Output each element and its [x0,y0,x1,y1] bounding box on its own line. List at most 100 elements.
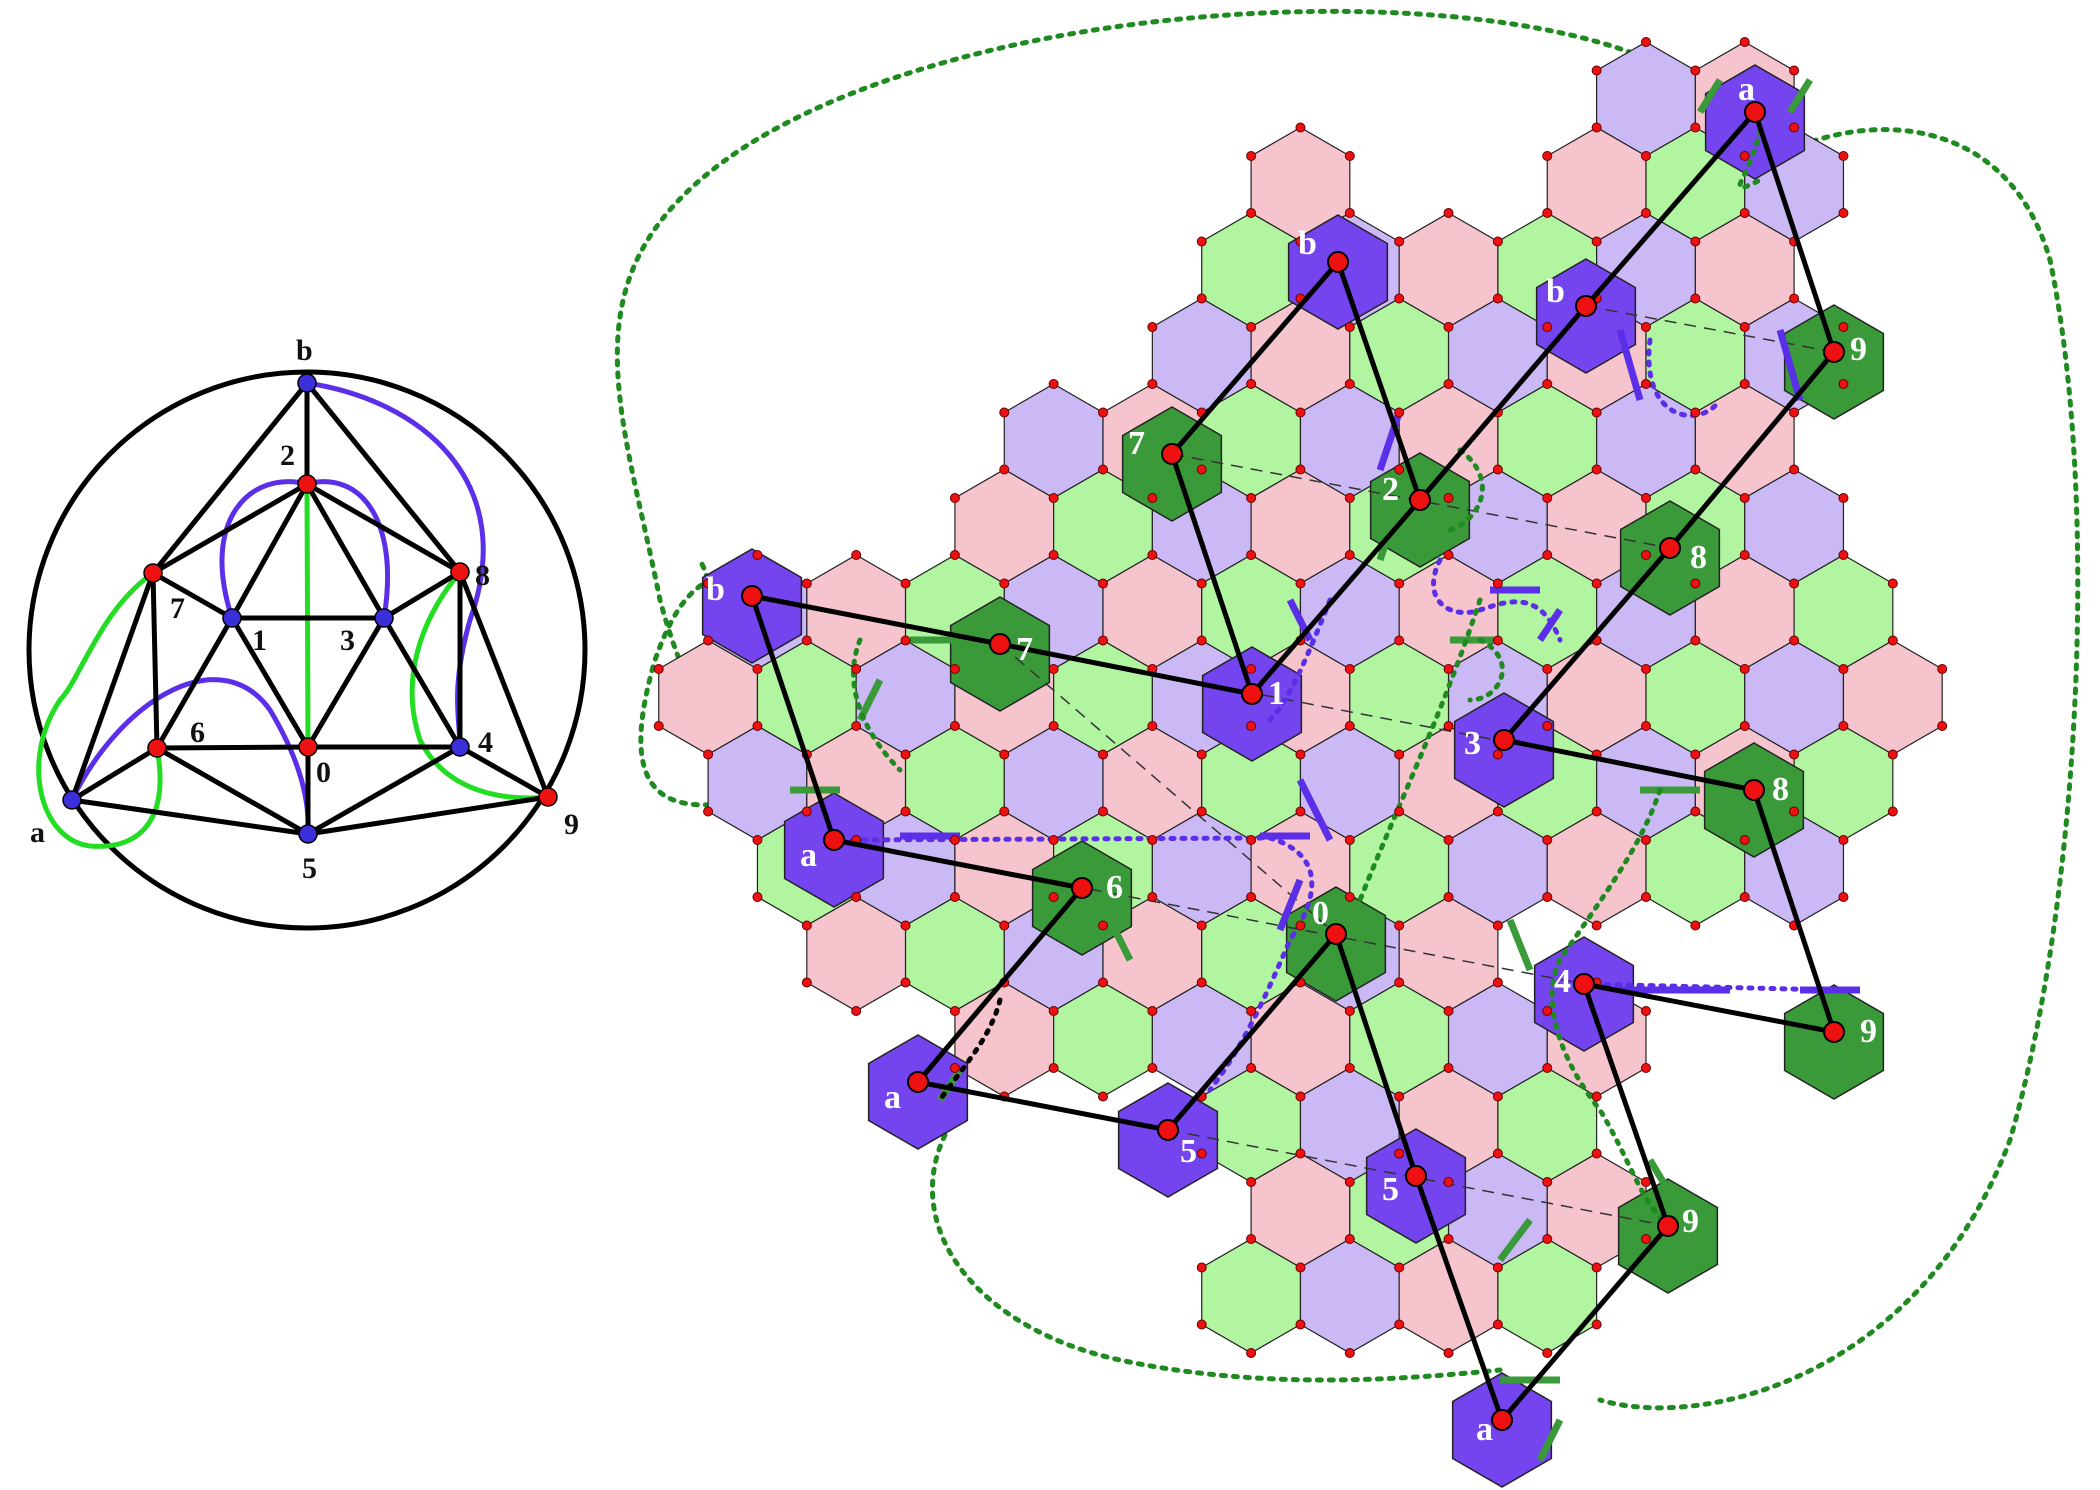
hex-corner-dot [1097,1091,1108,1102]
hex-corner-dot [1394,1148,1405,1159]
blue-curve-0 [219,479,308,619]
hex-corner-dot [1196,806,1207,817]
edge-eight_upper-three [1502,546,1672,742]
hex-corner-dot [1542,208,1553,218]
node-zero [1325,923,1347,945]
hex-corner-dot [1443,1006,1454,1016]
hex-corner-dot [1542,664,1553,674]
hex-corner-dot [1591,1319,1602,1330]
hex-corner-dot [1196,635,1207,646]
hex-corner-dot [1443,835,1454,845]
hex-corner-dot [1295,1091,1306,1102]
hex-corner-dot [1492,920,1503,931]
hex-corner-dots [653,37,1948,1358]
node-one [1241,683,1263,705]
hex-corner-dot [1246,151,1257,161]
hex-corner-dot [900,749,911,760]
hex-corner-dot [1246,835,1257,845]
label-9-upper: 9 [1850,331,1867,368]
vertex-5 [298,824,318,844]
hex-corner-dot [1492,293,1503,304]
hex-corner-dot [900,578,911,589]
label-b-upper: b [1546,273,1565,310]
hex-corner-dot [851,664,862,674]
hex-corner-dot [1789,578,1800,589]
hex-corner-dot [1344,892,1355,902]
label-a: a [30,816,45,849]
bottom-dotted-curve [929,1132,1503,1383]
hex-corner-dot [1295,806,1306,817]
hex-corner-dot [1344,322,1355,332]
blue-curve-1 [306,479,391,619]
hex-corner-dot [1789,635,1800,646]
edge-5-9 [307,794,549,837]
graph-nodes [741,101,1845,1431]
node-seven_upper [1161,443,1183,465]
hex-corner-dot [1690,236,1701,247]
outer-circle [26,369,588,931]
hex-corner-dot [1789,806,1800,817]
tiling-labels: a b b 9 7 2 8 b 7 1 3 8 a 6 0 4 9 a 5 5 … [706,71,1877,1448]
hex-corner-dot [1295,749,1306,760]
vertex-9 [538,787,558,807]
hex-corner-dot [1196,1148,1207,1159]
hex-corner-dot [1492,806,1503,817]
hex-corner-dot [1789,122,1800,133]
node-two [1409,489,1431,511]
dotted-path-9 [1737,127,1763,191]
dotted-path-8 [937,997,1003,1103]
hex-corner-dot [1887,635,1898,646]
blue-hex-edge-2 [1376,408,1404,472]
hex-corner-dot [1443,550,1454,560]
hexagonal-tiling-figure: a b b 9 7 2 8 b 7 1 3 8 a 6 0 4 9 a 5 5 … [614,8,2081,1488]
hex-corner-dot [1739,37,1750,47]
label-a-lower-left: a [884,1079,901,1116]
hex-corner-dot [949,493,960,503]
hex-corner-dot [1443,322,1454,332]
hex-corner-dot [1344,1177,1355,1187]
label-7: 7 [170,592,185,625]
hex-corner-dot [1937,664,1948,674]
hex-corner-dot [900,977,911,988]
hex-corner-dot [1838,721,1849,731]
node-six [1071,877,1093,899]
green-hex-edge-7 [1106,918,1134,962]
hex-corner-dot [1246,322,1257,332]
edge-b_top_left-two [1335,261,1423,501]
edge-6-0 [156,744,309,751]
label-0: 0 [1312,895,1329,932]
edge-b_left-seven_left [751,593,1001,647]
hex-corner-dot [1542,1348,1553,1358]
hex-corner-dot [1542,1063,1553,1073]
hex-corner-dot [1640,721,1651,731]
hex-corner-dot [1542,379,1553,389]
hex-corner-dot [1097,920,1108,931]
hex-corner-dot [1690,749,1701,760]
vertex-0 [298,737,318,757]
hex-corner-dot [1492,578,1503,589]
hex-corner-dot [703,806,714,817]
hex-corner-dot [1591,806,1602,817]
vertex-1 [222,608,242,628]
hex-corner-dot [1295,920,1306,931]
hex-corner-dot [703,749,714,760]
graph-vertices [62,373,558,844]
hex-corner-dot [851,892,862,902]
hex-corner-dot [1246,379,1257,389]
node-a_bottom [1491,1409,1513,1431]
hex-corner-dot [703,635,714,646]
hex-corner-dot [1048,721,1059,731]
label-a-top: a [1738,71,1755,108]
hex-corner-dot [1492,1262,1503,1273]
edge-two-one [1250,498,1422,696]
hex-corner-dot [752,664,763,674]
hex-corner-dot [1492,749,1503,760]
hex-corner-dot [801,806,812,817]
hex-corner-dot [1443,493,1454,503]
edge-five_lower-zero [1166,932,1338,1132]
hex-corner-dot [1344,493,1355,503]
hex-corner-dot [1739,835,1750,845]
vertex-a [62,790,82,810]
hex-corner-dot [1394,236,1405,247]
hex-corner-dot [1097,806,1108,817]
